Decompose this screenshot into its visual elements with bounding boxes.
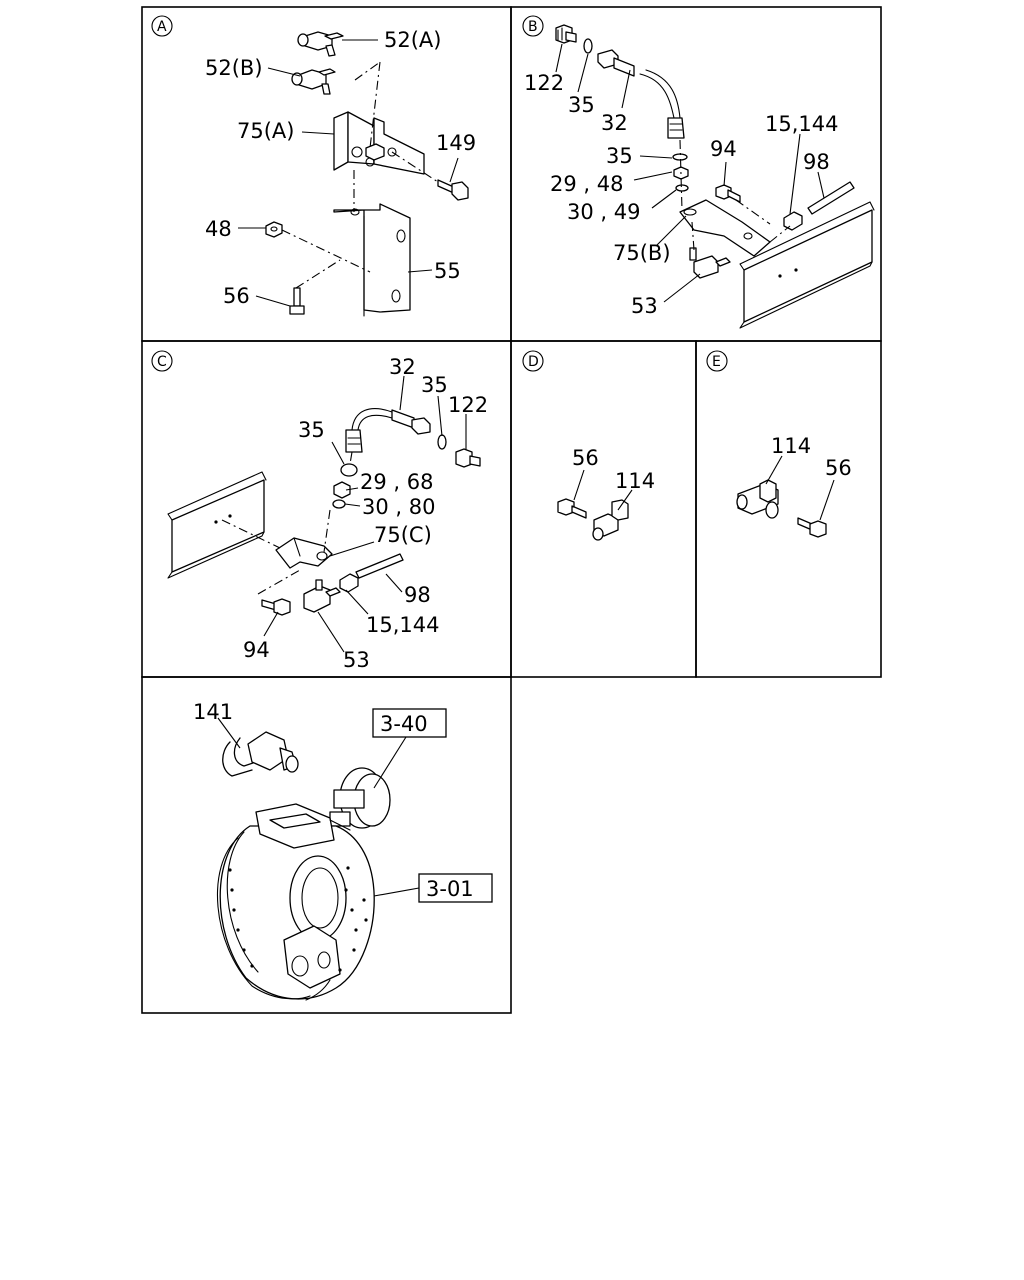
- label-122-c: 122: [448, 393, 488, 417]
- panel-frames: [141, 6, 882, 1014]
- label-35-b1: 35: [568, 93, 595, 117]
- fitting-52a: [297, 31, 344, 57]
- washer-35-c1: [437, 434, 447, 450]
- panel-a-letter: A: [157, 19, 167, 35]
- panel-a: A: [151, 15, 476, 317]
- label-15-144-c: 15,144: [366, 613, 439, 637]
- panel-b-letter: B: [528, 19, 538, 35]
- panel-e-letter: E: [712, 354, 721, 370]
- label-52a: 52(A): [384, 28, 441, 52]
- panel-d: D 56 114: [522, 350, 655, 541]
- panel-c: C: [151, 350, 488, 672]
- bolt-56-d: [557, 498, 587, 519]
- panel-c-letter: C: [157, 354, 167, 370]
- ref-box-3-01: [418, 873, 493, 903]
- ref-box-3-40: [372, 708, 447, 738]
- bracket-75a: [333, 111, 425, 175]
- panel-d-letter: D: [528, 354, 539, 370]
- tee-53: [689, 247, 731, 279]
- label-53-c: 53: [343, 648, 370, 672]
- sensor-141: [222, 731, 299, 777]
- nut-29-68: [333, 481, 351, 499]
- panel-f: 141 3-40: [193, 700, 493, 1001]
- pipe-98-c: [355, 553, 404, 579]
- label-30-49: 30 , 49: [567, 200, 640, 224]
- label-98-b: 98: [803, 150, 830, 174]
- label-56: 56: [223, 284, 250, 308]
- tee-114-e: [736, 479, 779, 519]
- washer-30-80: [332, 499, 346, 509]
- label-35-c1: 35: [421, 373, 448, 397]
- label-35-b2: 35: [606, 144, 633, 168]
- label-56-e: 56: [825, 456, 852, 480]
- label-52b: 52(B): [205, 56, 263, 80]
- ref-3-40: 3-40: [380, 712, 428, 736]
- washer-35-c2: [340, 463, 358, 477]
- ref-3-01: 3-01: [426, 877, 474, 901]
- label-94-b: 94: [710, 137, 737, 161]
- hose-32: [597, 49, 685, 139]
- label-30-80: 30 , 80: [362, 495, 435, 519]
- washer-35-top: [583, 38, 593, 54]
- panel-b: B: [522, 15, 875, 329]
- bolt-94: [715, 184, 741, 203]
- washer-30-49: [675, 184, 689, 192]
- label-15-144-b: 15,144: [765, 112, 838, 136]
- panel-e: E 114 56: [706, 350, 852, 538]
- bolt-56-e: [797, 517, 827, 538]
- label-29-48: 29 , 48: [550, 172, 623, 196]
- label-48: 48: [205, 217, 232, 241]
- label-114-d: 114: [615, 469, 655, 493]
- fitting-15-144: [783, 211, 803, 231]
- label-32-b: 32: [601, 111, 628, 135]
- pipe-98: [807, 181, 855, 215]
- bolt-56: [289, 287, 305, 315]
- label-32-c: 32: [389, 355, 416, 379]
- label-75a: 75(A): [237, 119, 294, 143]
- chamber-3-40: [329, 767, 391, 829]
- label-55: 55: [434, 259, 461, 283]
- label-122-b: 122: [524, 71, 564, 95]
- elbow-114-d: [592, 499, 629, 541]
- label-56-d: 56: [572, 446, 599, 470]
- hose-32-c: [345, 408, 431, 453]
- frame-rail-b: [739, 201, 875, 329]
- label-35-c2: 35: [298, 418, 325, 442]
- bracket-75b: [679, 199, 771, 257]
- label-75c: 75(C): [374, 523, 432, 547]
- label-141: 141: [193, 700, 233, 724]
- label-98-c: 98: [404, 583, 431, 607]
- label-75b: 75(B): [613, 241, 671, 265]
- frame-rail-c: [167, 471, 267, 579]
- label-114-e: 114: [771, 434, 811, 458]
- label-149: 149: [436, 131, 476, 155]
- label-94-c: 94: [243, 638, 270, 662]
- bolt-149: [437, 179, 469, 201]
- fitting-52b: [291, 68, 336, 95]
- label-53-b: 53: [631, 294, 658, 318]
- union-122: [555, 24, 577, 44]
- frame-55: [333, 203, 411, 317]
- brake-shoe-3-01: [216, 803, 375, 1001]
- tee-53-c: [303, 579, 341, 613]
- fitting-15-144-c: [339, 573, 359, 593]
- bracket-75c: [275, 537, 333, 569]
- union-122-c: [455, 448, 481, 468]
- nut-48: [265, 221, 283, 238]
- bolt-94-c: [261, 598, 291, 616]
- label-29-68: 29 , 68: [360, 470, 433, 494]
